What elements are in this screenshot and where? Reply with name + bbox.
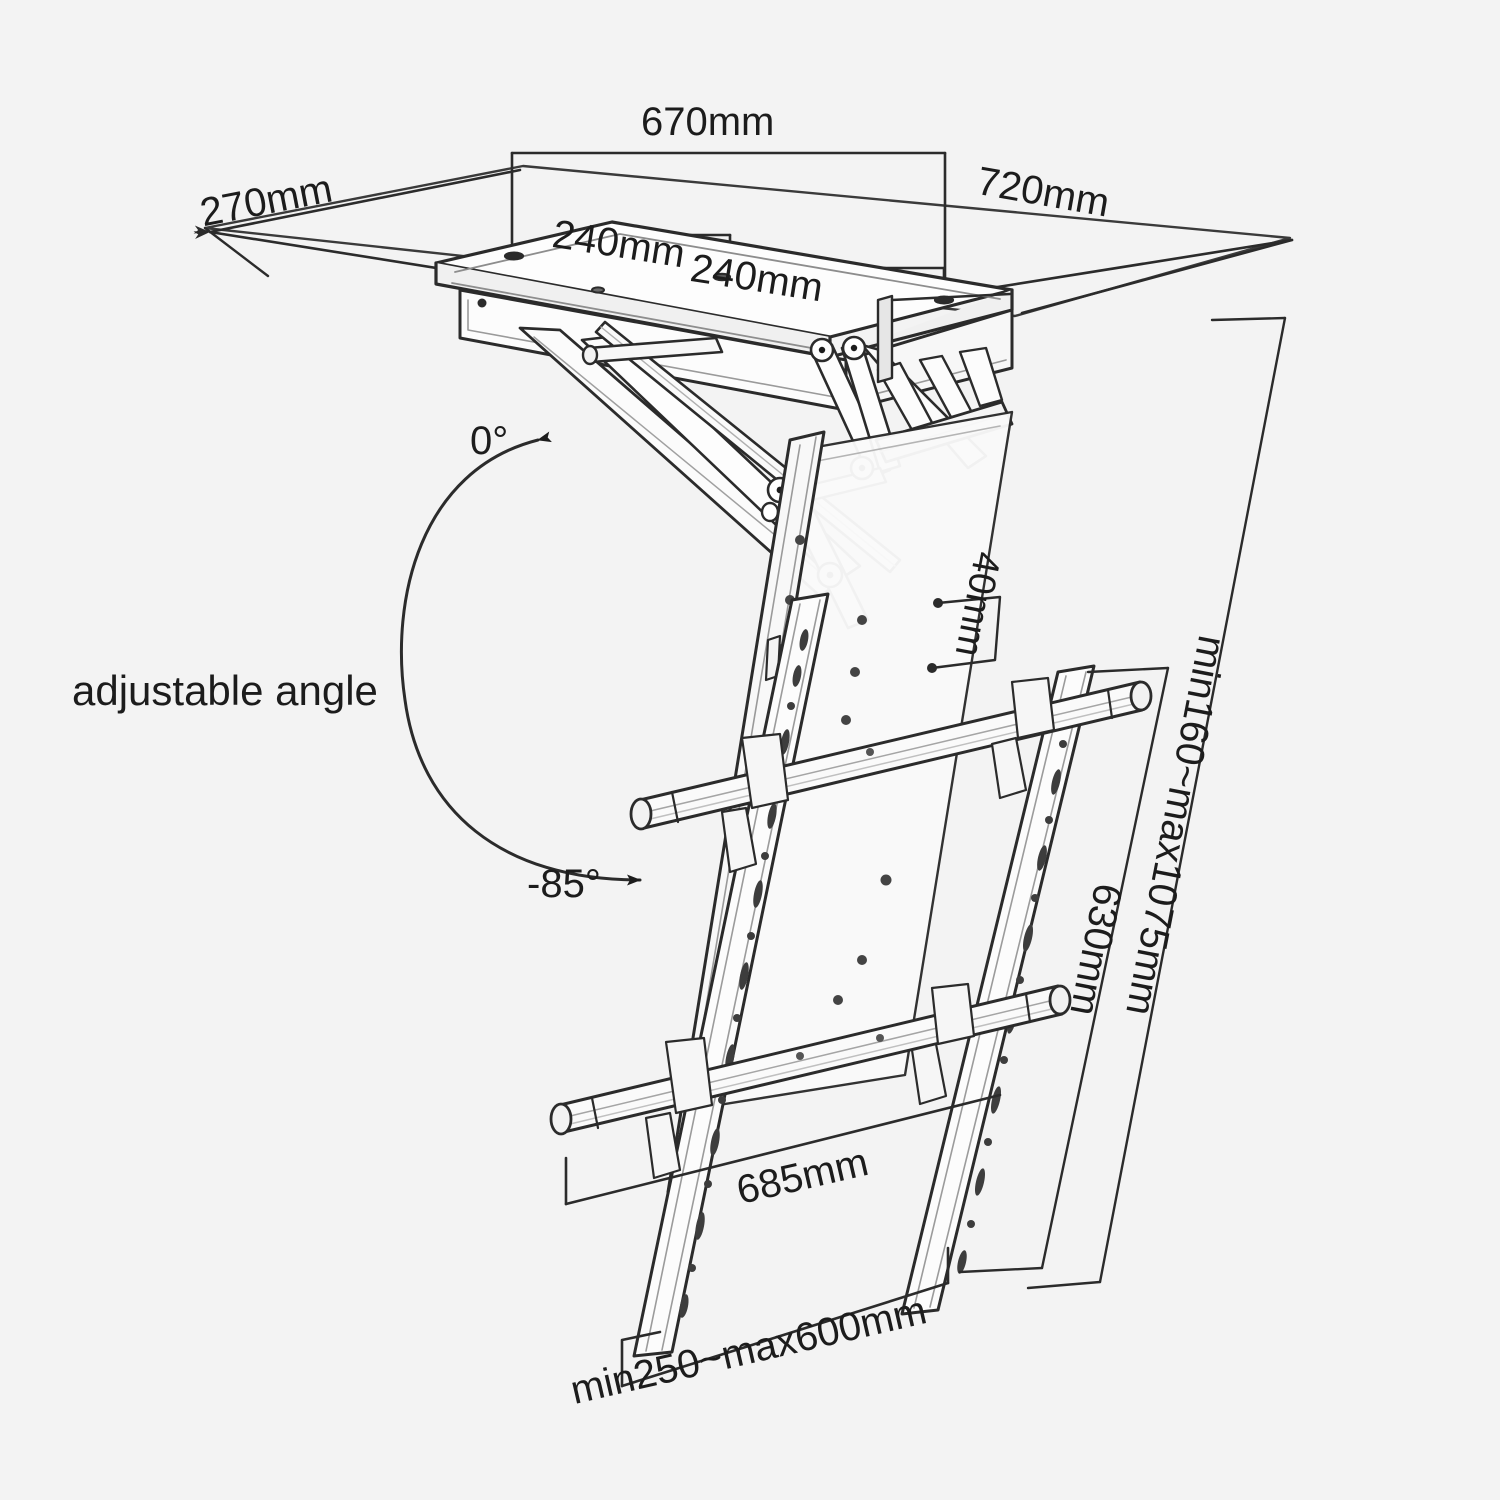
crossbar-lower [549, 982, 1072, 1180]
dim-685 [564, 1093, 1002, 1206]
adjustable-angle-label: adjustable angle [72, 667, 378, 714]
angle-arc [399, 431, 642, 886]
angle-label-zero: 0° [470, 419, 509, 463]
crossbar-upper [629, 676, 1153, 874]
tv-rail-right [900, 664, 1096, 1316]
dim-rail-range [620, 1246, 950, 1388]
angle-label-min: -85° [527, 862, 601, 906]
dim-630 [958, 666, 1170, 1274]
dim-40 [927, 595, 1002, 673]
dim-720 [958, 238, 1294, 315]
dim-label-670: 670mm [641, 100, 775, 144]
dim-drop-range [1026, 316, 1287, 1290]
